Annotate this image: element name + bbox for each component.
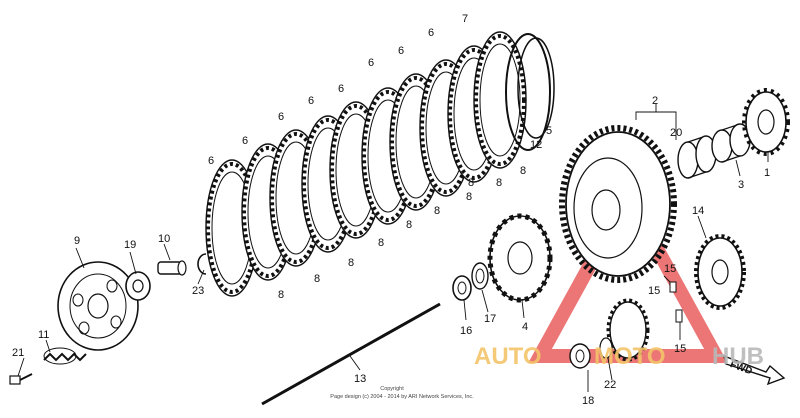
callout-22: 22 <box>604 379 616 391</box>
callout-15: 15 <box>674 343 686 355</box>
callout-14: 14 <box>692 205 704 217</box>
callout-15: 15 <box>664 263 676 275</box>
thrust-washer <box>599 337 613 359</box>
clutch-plate-stack <box>204 30 555 298</box>
sprocket <box>742 88 790 156</box>
drive-sprocket <box>606 281 683 362</box>
callout-6: 6 <box>308 95 314 107</box>
callout-8: 8 <box>468 177 474 189</box>
callout-6: 6 <box>278 111 284 123</box>
watermark-auto: AUTO <box>474 343 542 370</box>
callout-1: 1 <box>764 167 770 179</box>
callout-8: 8 <box>278 289 284 301</box>
clutch-outer <box>559 125 677 283</box>
snap-ring <box>197 253 207 275</box>
callout-16: 16 <box>460 325 472 337</box>
needle-bearing <box>677 135 717 179</box>
copyright-title: Copyright <box>380 386 404 392</box>
watermark-text: AUTO MOTO HUB <box>474 343 764 370</box>
callout-15: 15 <box>648 285 660 297</box>
callout-20: 20 <box>670 127 682 139</box>
callout-8: 8 <box>520 165 526 177</box>
callout-19: 19 <box>124 239 136 251</box>
forward-direction-arrow: FWD <box>722 354 786 386</box>
clutch-spring <box>43 347 87 365</box>
callout-6: 6 <box>398 45 404 57</box>
copyright-notice: Copyright Page design (c) 2004 - 2014 by… <box>330 386 474 400</box>
callout-8: 8 <box>348 257 354 269</box>
callout-13: 13 <box>354 373 366 385</box>
callout-6: 6 <box>208 155 214 167</box>
push-rod <box>261 302 441 406</box>
callout-2: 2 <box>652 95 658 107</box>
callout-6: 6 <box>428 27 434 39</box>
bolt <box>9 373 33 385</box>
callout-3: 3 <box>738 179 744 191</box>
oil-pump-gear <box>694 234 746 310</box>
callout-23: 23 <box>192 285 204 297</box>
collar <box>711 123 751 163</box>
callout-6: 6 <box>242 135 248 147</box>
collar-bottom <box>569 343 591 369</box>
callout-12: 12 <box>530 139 542 151</box>
watermark-hub: HUB <box>712 343 764 370</box>
callout-8: 8 <box>466 191 472 203</box>
callout-8: 8 <box>496 177 502 189</box>
callout-18: 18 <box>582 395 594 407</box>
callout-8: 8 <box>314 273 320 285</box>
lock-washer <box>471 262 489 290</box>
leader-lines <box>17 104 769 392</box>
lock-nut <box>452 275 472 301</box>
lifter-piece <box>157 260 187 276</box>
watermark-moto: MOTO <box>594 343 666 370</box>
callout-8: 8 <box>406 219 412 231</box>
callout-8: 8 <box>434 205 440 217</box>
callout-8: 8 <box>378 237 384 249</box>
bearing <box>125 271 151 301</box>
callout-10: 10 <box>158 233 170 245</box>
callout-6: 6 <box>368 57 374 69</box>
callout-17: 17 <box>484 313 496 325</box>
callout-9: 9 <box>74 235 80 247</box>
callout-5: 5 <box>546 125 552 137</box>
callout-labels: 1 2 3 4 5 6 6 6 6 6 6 6 6 7 8 8 8 8 8 8 … <box>12 13 770 407</box>
callout-4: 4 <box>522 321 528 333</box>
callout-11: 11 <box>38 329 49 341</box>
callout-21: 21 <box>12 347 24 359</box>
clutch-center <box>487 213 553 303</box>
callout-7: 7 <box>462 13 468 25</box>
pressure-plate <box>57 261 139 351</box>
copyright-text: Page design (c) 2004 - 2014 by ARI Netwo… <box>330 394 474 400</box>
callout-6: 6 <box>338 83 344 95</box>
